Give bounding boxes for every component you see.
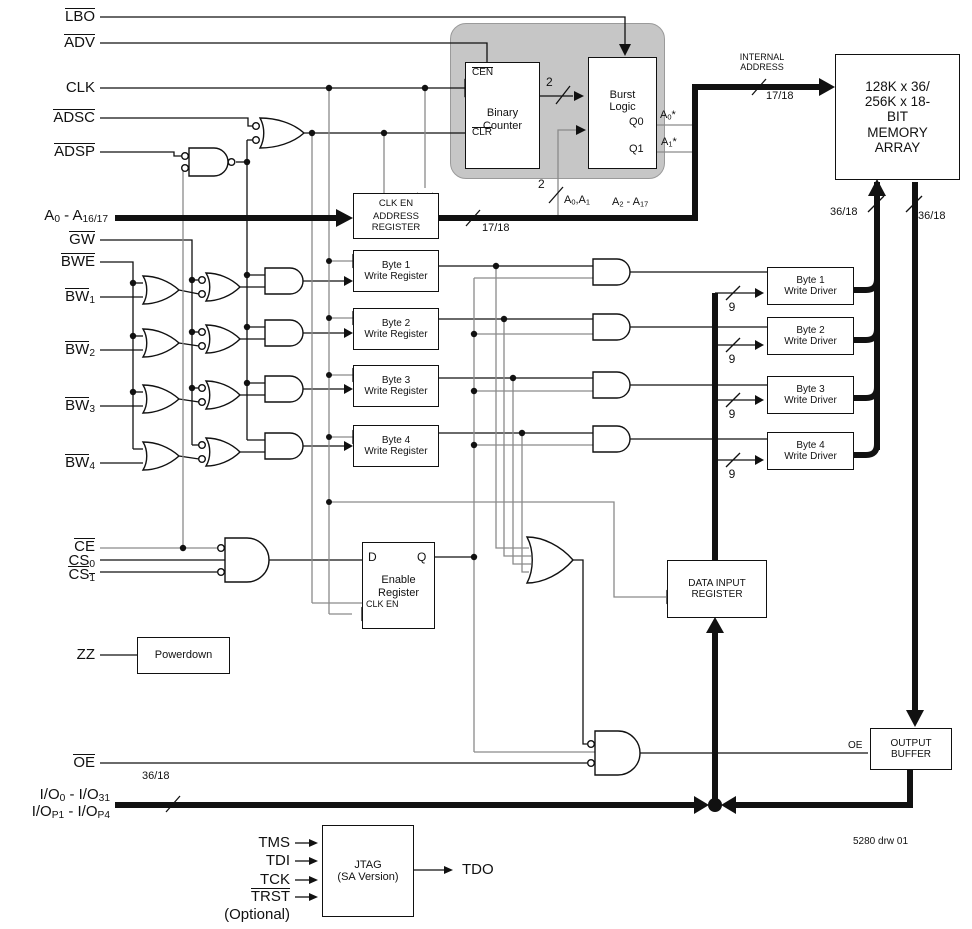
nor-gate (204, 380, 241, 410)
enable-register-label: Enable Register (378, 574, 419, 599)
clr-pin-label: CLR (472, 127, 493, 138)
d-pin-label: D (368, 550, 377, 564)
signal-trst: TRST (250, 888, 290, 905)
cen-pin-label: CEN (472, 67, 494, 78)
a0a1-width-label: 2 (538, 177, 545, 191)
arrowheads (309, 44, 924, 901)
memory-array-box: 128K x 36/ 256K x 18- BIT MEMORY ARRAY (835, 54, 960, 180)
q1-pin-label: Q1 (629, 143, 644, 155)
data-input-register-box: DATA INPUT REGISTER (667, 560, 767, 618)
adsc-nor-gate (258, 117, 306, 149)
and-gate (592, 258, 631, 286)
q-pin-label: Q (417, 550, 427, 564)
signal-tdi: TDI (265, 852, 290, 869)
signal-gw: GW (69, 231, 95, 248)
nor-gate (204, 324, 241, 354)
enable-register-box: D Q Enable Register CLK EN (362, 542, 435, 629)
signal-bw3: BW3 (65, 397, 95, 415)
burst-width-label: 2 (546, 75, 553, 89)
and-gate (264, 267, 304, 295)
internal-addr-width-label: 17/18 (766, 90, 794, 102)
signal-address: A0 - A16/17 (44, 207, 108, 225)
and-gate (264, 319, 304, 347)
byte2-width-label: 9 (728, 352, 736, 366)
or-gate (141, 384, 181, 414)
byte3-width-label: 9 (728, 407, 736, 421)
and-gate (264, 375, 304, 403)
signal-adsp: ADSP (54, 143, 95, 160)
junction-dots (129, 84, 526, 561)
byte4-write-register-box: Byte 4 Write Register (353, 425, 439, 467)
byte1-write-register-box: Byte 1 Write Register (353, 250, 439, 292)
a1star-label: A1* (661, 136, 677, 149)
and-gate (264, 432, 304, 460)
binary-counter-box: CEN Binary Counter CLR (465, 62, 540, 169)
nor-gate (204, 437, 241, 467)
jtag-box: JTAG (SA Version) (322, 825, 414, 917)
byte1-width-label: 9 (728, 300, 736, 314)
bus-wires (115, 84, 918, 808)
a0star-label: A0* (660, 109, 676, 122)
io-bus-width-label: 36/18 (142, 770, 170, 782)
write-or-gate (525, 536, 574, 584)
addr-width-label: 17/18 (482, 222, 510, 234)
a2a17-label: A2 - A17 (612, 196, 649, 209)
signal-bw4: BW4 (65, 454, 95, 472)
adsp-nand-gate (188, 147, 229, 177)
or-gate (141, 328, 181, 358)
nor-gate (204, 272, 241, 302)
and-gate (592, 313, 631, 341)
signal-tms: TMS (258, 834, 290, 851)
internal-address-label: INTERNAL ADDRESS (739, 52, 785, 73)
clken-pin-label: CLK EN (366, 599, 399, 609)
q0-pin-label: Q0 (629, 116, 644, 128)
signal-clk: CLK (65, 79, 95, 96)
signal-io-line2: I/OP1 - I/OP4 (31, 803, 110, 821)
byte2-write-register-box: Byte 2 Write Register (353, 308, 439, 350)
signal-zz: ZZ (76, 646, 95, 663)
byte1-write-driver-box: Byte 1 Write Driver (767, 267, 854, 305)
binary-counter-label: Binary Counter (482, 107, 523, 132)
logic-gates (141, 117, 641, 776)
byte4-width-label: 9 (728, 467, 736, 481)
signal-ce: CE (74, 538, 95, 555)
signal-tck: TCK (260, 871, 290, 888)
read-bus-width-label: 36/18 (918, 210, 946, 222)
or-gate (141, 275, 181, 305)
burst-logic-box: Burst Logic Q0 Q1 (588, 57, 657, 169)
byte3-write-register-box: Byte 3 Write Register (353, 365, 439, 407)
byte4-write-driver-box: Byte 4 Write Driver (767, 432, 854, 470)
bus-width-slashes (165, 78, 923, 813)
signal-lbo: LBO (64, 8, 95, 25)
drawing-number: 5280 drw 01 (853, 836, 909, 847)
signal-cs1: CS1 (68, 566, 95, 584)
control-wires (100, 88, 695, 753)
write-bus-width-label: 36/18 (830, 206, 858, 218)
and-gate (592, 371, 631, 399)
address-register-box: CLK EN ADDRESS REGISTER (353, 193, 439, 239)
signal-cs0: CS0 (68, 552, 95, 570)
output-buffer-box: OUTPUT BUFFER (870, 728, 952, 770)
output-enable-gate (594, 730, 641, 776)
byte3-write-driver-box: Byte 3 Write Driver (767, 376, 854, 414)
and-gate (592, 425, 631, 453)
or-gate (141, 441, 181, 471)
burst-logic-label: Burst Logic (609, 88, 636, 113)
signal-io-line1: I/O0 - I/O31 (39, 786, 110, 804)
a0a1-label: A0,A1 (564, 194, 591, 207)
signal-adsc: ADSC (53, 109, 95, 126)
signal-adv: ADV (64, 34, 95, 51)
optional-note: (Optional) (224, 906, 290, 923)
powerdown-box: Powerdown (137, 637, 230, 674)
output-buffer-oe-pin: OE (848, 740, 863, 751)
byte2-write-driver-box: Byte 2 Write Driver (767, 317, 854, 355)
signal-tdo: TDO (462, 861, 494, 878)
signal-bw2: BW2 (65, 341, 95, 359)
signal-oe: OE (73, 754, 95, 771)
signal-bwe: BWE (60, 253, 95, 270)
chip-enable-gate (224, 537, 270, 583)
signal-bw1: BW1 (65, 288, 95, 306)
